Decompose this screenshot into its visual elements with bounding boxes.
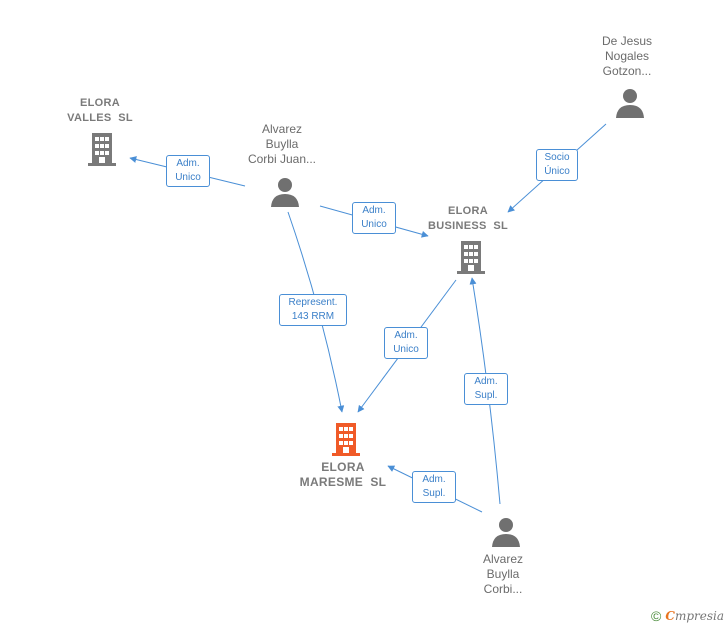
building-icon[interactable] (86, 132, 118, 166)
person-icon[interactable] (615, 88, 645, 118)
copyright-icon: © (651, 608, 662, 624)
person-icon[interactable] (491, 517, 521, 547)
node-label-de-jesus: De Jesus Nogales Gotzon... (601, 34, 653, 78)
footer-brand: © Cmpresia (651, 608, 724, 624)
edge-label-socio-unico[interactable]: Socio Único (536, 149, 578, 181)
node-label-alvarez-juan: Alvarez Buylla Corbi Juan... (247, 122, 317, 166)
brand-letter: C (665, 609, 675, 623)
edge-label-adm-unico[interactable]: Adm. Unico (166, 155, 210, 187)
edge-label-adm-supl[interactable]: Adm. Supl. (464, 373, 508, 405)
edge-label-adm-supl[interactable]: Adm. Supl. (412, 471, 456, 503)
node-label-elora-valles: ELORA VALLES SL (67, 97, 133, 124)
edge-label-adm-unico[interactable]: Adm. Unico (352, 202, 396, 234)
brand-logo[interactable]: Cmpresia (665, 609, 724, 623)
building-icon[interactable] (330, 422, 362, 456)
node-label-alvarez-corbi: Alvarez Buylla Corbi... (482, 552, 523, 596)
person-icon[interactable] (270, 177, 300, 207)
edge-label-adm-unico[interactable]: Adm. Unico (384, 327, 428, 359)
node-label-elora-maresme: ELORA MARESME SL (299, 460, 387, 489)
brand-text: mpresia (674, 609, 724, 623)
edge-label-represent[interactable]: Represent. 143 RRM (279, 294, 347, 326)
building-icon[interactable] (455, 240, 487, 274)
node-label-elora-business: ELORA BUSINESS SL (427, 205, 508, 232)
